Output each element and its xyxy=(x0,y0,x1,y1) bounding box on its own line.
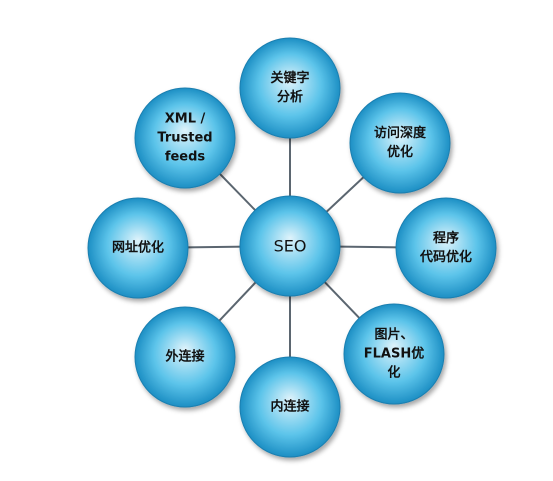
node-feeds-label-line: Trusted xyxy=(157,131,212,146)
node-external-label-line: 外连接 xyxy=(164,349,204,365)
node-keywords-label-line: 关键字 xyxy=(270,70,309,86)
node-keywords-label-line: 分析 xyxy=(277,89,303,105)
node-images-circle xyxy=(343,303,445,405)
node-internal-label-line: 内连接 xyxy=(270,399,309,415)
node-feeds-label-line: XML / xyxy=(165,112,206,127)
node-feeds: XML / Trusted feeds xyxy=(134,87,236,189)
node-code-circle xyxy=(395,197,497,299)
node-keywords-circle xyxy=(239,37,341,139)
node-crawl-depth-label-line: 优化 xyxy=(387,144,413,160)
node-code-label-line: 代码优化 xyxy=(419,249,472,265)
node-internal: 内连接 xyxy=(239,356,341,458)
node-external: 外连接 xyxy=(134,306,236,408)
node-images-label-line: FLASH优 xyxy=(364,346,424,362)
node-external-circle xyxy=(134,306,236,408)
node-feeds-circle xyxy=(134,87,236,189)
node-url-circle xyxy=(87,197,189,299)
center-node-seo: SEO xyxy=(239,195,341,297)
node-crawl-depth-circle xyxy=(349,92,451,194)
node-url: 网址优化 xyxy=(87,197,189,299)
bubbles: 关键字分析访问深度优化程序代码优化图片、FLASH优化内连接外连接网址优化XML… xyxy=(87,37,497,458)
node-images-label-line: 图片、 xyxy=(374,327,413,343)
node-code-label-line: 程序 xyxy=(433,230,459,246)
node-feeds-label-line: feeds xyxy=(165,150,206,165)
node-crawl-depth-label-line: 访问深度 xyxy=(374,125,427,141)
center-node-seo-circle xyxy=(239,195,341,297)
node-images-label-line: 化 xyxy=(387,365,400,381)
center-node-seo-label-line: SEO xyxy=(274,237,307,256)
node-internal-circle xyxy=(239,356,341,458)
node-url-label-line: 网址优化 xyxy=(112,240,164,256)
